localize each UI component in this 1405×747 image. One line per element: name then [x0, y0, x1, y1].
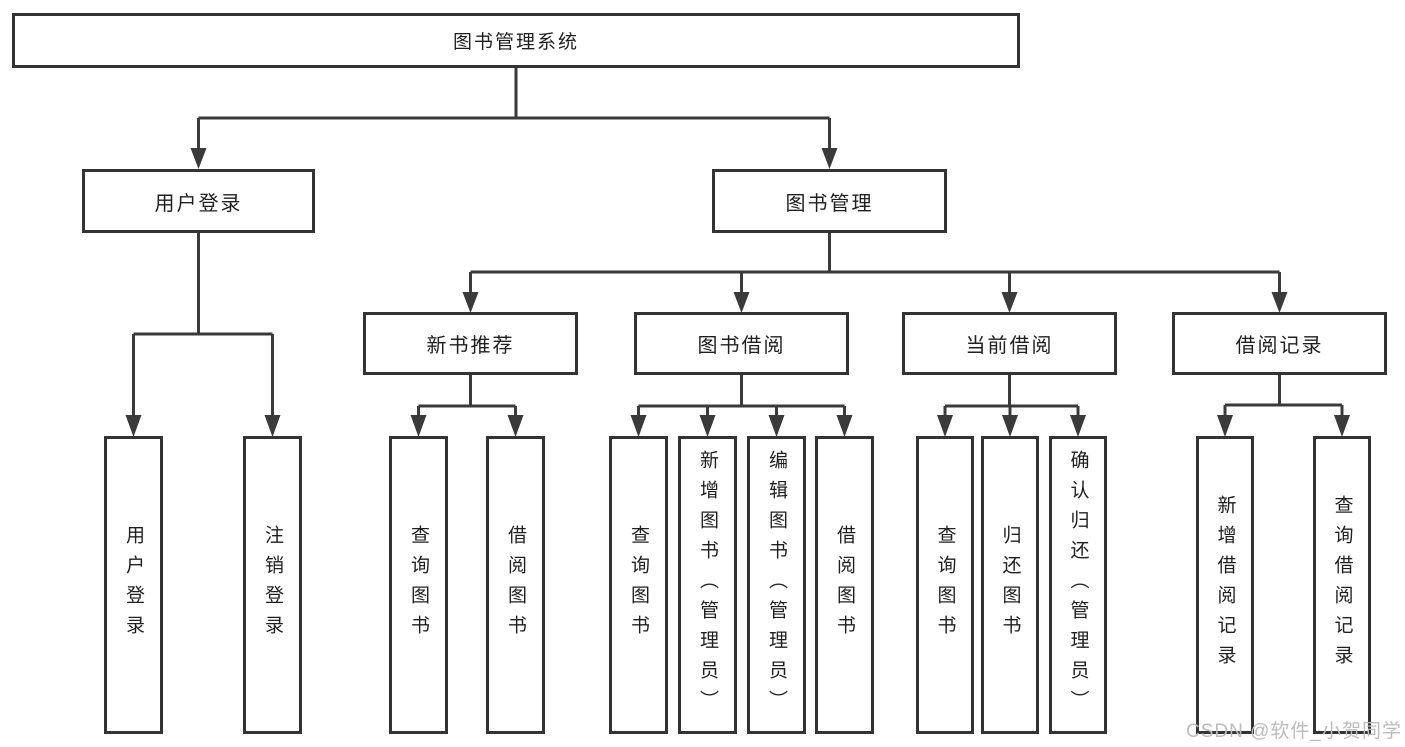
node-book-borrow: 图书借阅 — [634, 312, 849, 375]
node-label: 确认归还（管理员） — [1067, 450, 1089, 720]
leaf-borrow-books: 借阅图书 — [815, 436, 874, 734]
node-label: 图书借阅 — [697, 335, 786, 357]
node-borrow-records: 借阅记录 — [1172, 312, 1387, 375]
node-label: 借阅记录 — [1235, 335, 1324, 357]
node-new-book-recommend: 新书推荐 — [363, 312, 578, 375]
node-label: 查询图书 — [628, 525, 649, 645]
node-label: 新增借阅记录 — [1214, 495, 1236, 675]
node-label: 用户登录 — [123, 525, 144, 645]
leaf-query-borrow-record: 查询借阅记录 — [1313, 436, 1371, 734]
leaf-edit-book-admin: 编辑图书（管理员） — [747, 436, 806, 734]
node-label: 注销登录 — [262, 525, 283, 645]
node-label: 查询借阅记录 — [1331, 495, 1353, 675]
arrowheads — [125, 148, 1350, 437]
node-label: 归还图书 — [999, 525, 1021, 645]
leaf-query-books-recommend: 查询图书 — [389, 436, 448, 734]
node-label: 借阅图书 — [505, 525, 526, 645]
leaf-confirm-return-admin: 确认归还（管理员） — [1049, 436, 1107, 734]
node-label: 查询图书 — [408, 525, 429, 645]
leaf-borrow-books-recommend: 借阅图书 — [486, 436, 545, 734]
leaf-logout: 注销登录 — [243, 436, 302, 734]
leaf-add-borrow-record: 新增借阅记录 — [1196, 436, 1254, 734]
leaf-return-books: 归还图书 — [981, 436, 1039, 734]
node-label: 当前借阅 — [965, 335, 1054, 357]
leaf-add-book-admin: 新增图书（管理员） — [678, 436, 737, 734]
node-label: 图书管理 — [785, 192, 874, 215]
node-label: 用户登录 — [154, 192, 243, 215]
node-label: 新增图书（管理员） — [697, 450, 718, 720]
node-user-login: 用户登录 — [82, 169, 315, 233]
node-label: 新书推荐 — [426, 335, 515, 357]
node-label: 借阅图书 — [834, 525, 855, 645]
leaf-query-books-current: 查询图书 — [916, 436, 974, 734]
node-current-borrow: 当前借阅 — [902, 312, 1117, 375]
leaf-query-books-borrow: 查询图书 — [609, 436, 668, 734]
node-book-management: 图书管理 — [712, 169, 947, 233]
node-label: 编辑图书（管理员） — [766, 450, 787, 720]
node-label: 查询图书 — [934, 525, 956, 645]
csdn-watermark: CSDN @软件_小贺同学 — [1186, 721, 1402, 742]
node-label: 图书管理系统 — [452, 32, 579, 53]
leaf-user-login: 用户登录 — [104, 436, 163, 734]
node-root-system: 图书管理系统 — [12, 13, 1020, 68]
